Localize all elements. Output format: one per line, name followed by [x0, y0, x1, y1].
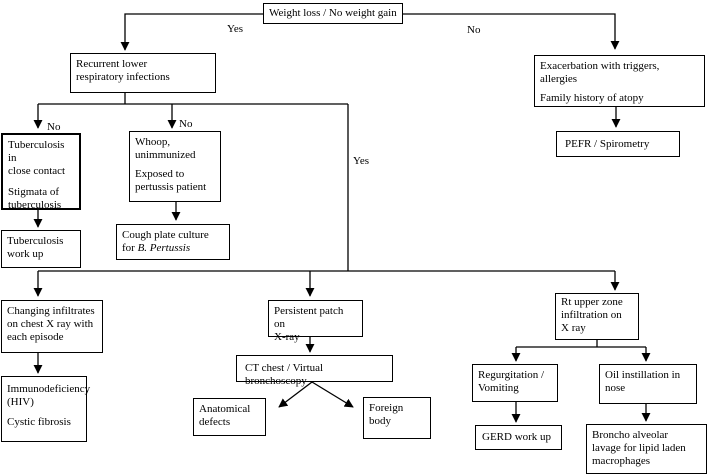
node-foreign-body: Foreign body — [363, 397, 431, 439]
node-whoop-unimmunized: Whoop, unimmunized Exposed to pertussis … — [129, 131, 221, 202]
edge-label-no-top: No — [467, 24, 481, 36]
edge-root-recurrent — [120, 13, 263, 51]
node-immunodeficiency: Immunodeficiency (HIV) Cystic fibrosis — [1, 376, 90, 442]
node-cough-plate-culture: Cough plate culture for B. Pertussis — [116, 224, 230, 260]
node-weight-loss: Weight loss / No weight gain — [263, 3, 403, 24]
edge-label-yes-mid: Yes — [353, 155, 370, 167]
node-gerd-workup: GERD work up — [475, 425, 562, 450]
node-broncho-alveolar-lavage: Broncho alveolar lavage for lipid laden … — [586, 424, 707, 474]
edge-ct-anatomical — [278, 381, 313, 408]
edge-ct-foreign — [311, 381, 354, 408]
node-exacerbation: Exacerbation with triggers, allergies Fa… — [534, 55, 705, 107]
node-regurgitation: Regurgitation / Vomiting — [472, 364, 558, 402]
node-rt-upper-zone: Rt upper zone infiltration on X ray — [555, 293, 639, 340]
edge-label-yes-top: Yes — [227, 23, 244, 35]
node-tb-workup: Tuberculosis work up — [1, 230, 81, 268]
node-oil-instillation: Oil instillation in nose — [599, 364, 697, 404]
edge-label-no-tb: No — [47, 121, 61, 133]
node-persistent-patch: Persistent patch on X-ray — [268, 300, 363, 343]
node-ct-chest: CT chest / Virtual bronchoscopy — [236, 355, 393, 387]
node-anatomical-defects: Anatomical defects — [193, 398, 266, 436]
edge-root-exacerbation — [403, 13, 620, 50]
node-tuberculosis: Tuberculosis in close contact Stigmata o… — [1, 133, 81, 211]
node-recurrent-infections: Recurrent lower respiratory infections — [70, 53, 216, 93]
edge-label-no-whoop: No — [179, 118, 193, 130]
node-pefr-spirometry: PEFR / Spirometry — [556, 131, 680, 157]
node-changing-infiltrates: Changing infiltrates on chest X ray with… — [1, 300, 103, 353]
